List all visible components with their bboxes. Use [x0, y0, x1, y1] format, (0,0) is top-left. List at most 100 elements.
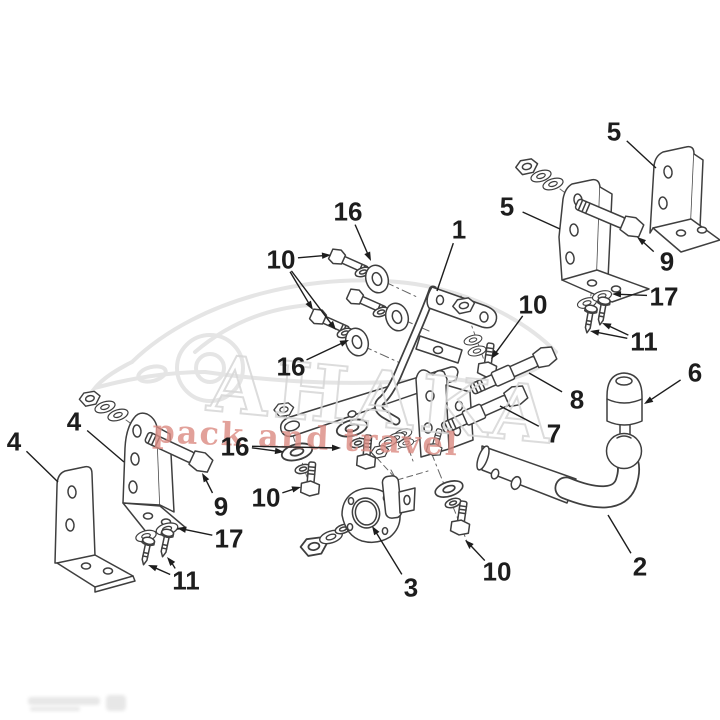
leader-arrowhead-icon	[339, 340, 349, 347]
part-number-label-17a: 17	[215, 523, 244, 553]
leader-line	[251, 445, 335, 449]
callout-3: 3	[372, 526, 418, 602]
parts-line-art	[54, 145, 720, 593]
part-number-label-16a: 16	[334, 196, 363, 226]
leader-arrowhead-icon	[644, 396, 654, 404]
leader-arrowhead-icon	[305, 300, 313, 310]
leader-line	[289, 271, 310, 305]
callout-11a: 11	[148, 557, 200, 595]
towball	[605, 432, 643, 470]
leader-line	[354, 224, 369, 255]
part-number-label-17b: 17	[650, 281, 679, 311]
nut-washer-stack-bottom-left	[298, 521, 353, 558]
leader-line	[494, 315, 524, 354]
leader-arrowhead-icon	[177, 526, 187, 533]
callout-16c: 16	[221, 431, 341, 461]
part-number-label-2: 2	[633, 551, 647, 581]
part-number-label-11a: 11	[172, 565, 200, 595]
callout-9b: 9	[637, 237, 674, 276]
plate-fastener-column	[432, 476, 474, 537]
callout-10c: 10	[252, 482, 301, 512]
callout-1: 1	[436, 214, 466, 292]
leader-arrowhead-icon	[372, 526, 380, 536]
leader-line	[204, 478, 214, 494]
part-number-label-16b: 16	[277, 351, 306, 381]
callout-2: 2	[607, 514, 647, 581]
part-number-label-4b: 4	[67, 406, 82, 436]
callout-8: 8	[528, 372, 584, 414]
leader-arrowhead-icon	[491, 349, 500, 359]
leader-line	[290, 270, 333, 325]
leader-line	[608, 325, 629, 336]
car-headlight-icon	[136, 364, 168, 384]
leader-line	[282, 488, 295, 494]
leader-line	[641, 240, 655, 253]
leader-line	[154, 566, 171, 576]
leader-line	[499, 405, 540, 427]
leader-line	[618, 293, 648, 297]
callout-10a: 10	[267, 244, 336, 330]
leader-line	[86, 429, 125, 463]
part-number-label-11b: 11	[630, 326, 658, 356]
leader-line	[436, 242, 454, 292]
bracket-4-outer	[54, 465, 136, 593]
part-number-label-8: 8	[570, 384, 584, 414]
leader-line	[522, 211, 561, 230]
illegible-logo-watermark	[28, 695, 126, 711]
callout-4b: 4	[67, 406, 125, 463]
callout-6: 6	[644, 357, 702, 404]
leader-line	[626, 140, 657, 169]
part-number-label-4a: 4	[7, 426, 22, 456]
part-number-label-9a: 9	[214, 491, 228, 521]
leader-arrowhead-icon	[637, 237, 647, 246]
leader-arrowhead-icon	[590, 329, 600, 336]
leader-arrowhead-icon	[202, 473, 210, 483]
part-number-label-7: 7	[547, 418, 561, 448]
part-number-label-1: 1	[452, 214, 466, 244]
part-number-label-10a: 10	[267, 244, 296, 274]
leader-arrowhead-icon	[321, 252, 331, 259]
car-wheel-icon	[175, 333, 245, 403]
leader-arrowhead-icon	[465, 540, 474, 549]
leader-arrowhead-icon	[602, 323, 612, 330]
callout-10b: 10	[491, 289, 547, 359]
leader-arrowhead-icon	[291, 486, 301, 493]
towball-cover-cap	[606, 372, 643, 426]
leader-arrowhead-icon	[364, 251, 371, 261]
leader-arrowhead-icon	[167, 557, 176, 566]
bracket-5-right	[649, 145, 720, 253]
leader-arrowhead-icon	[331, 444, 341, 452]
part-number-label-10c: 10	[252, 482, 281, 512]
leader-arrowhead-icon	[327, 320, 336, 330]
callout-layer: 1 2 3 4 4 5 5 6 78 9 9 10 10 10 10 11 11 16 16 16 17 17	[7, 116, 702, 602]
callout-17b: 17	[612, 281, 678, 311]
leader-line	[306, 342, 343, 361]
callout-5b: 5	[607, 116, 657, 169]
callout-16a: 16	[334, 196, 371, 261]
part-number-label-5a: 5	[500, 191, 514, 221]
leader-line	[528, 372, 563, 393]
leader-arrowhead-icon	[612, 291, 622, 298]
callout-4a: 4	[7, 426, 59, 483]
bracket-5-left	[558, 178, 650, 303]
part-number-label-10b: 10	[519, 289, 548, 319]
callout-7: 7	[499, 405, 561, 448]
leader-line	[297, 254, 325, 259]
leader-line	[596, 331, 628, 339]
leader-line	[469, 544, 486, 562]
part-number-label-5b: 5	[607, 116, 621, 146]
leader-arrowhead-icon	[274, 447, 284, 455]
part-number-label-16c: 16	[221, 431, 250, 461]
leader-line	[183, 528, 213, 536]
leader-line	[25, 450, 59, 483]
mounting-plate-3	[341, 475, 416, 544]
callout-10d: 10	[465, 540, 511, 586]
swan-neck-towball	[476, 423, 643, 509]
part-number-label-3: 3	[404, 572, 418, 602]
part-number-label-9b: 9	[660, 246, 674, 276]
callout-5a: 5	[500, 191, 561, 230]
callout-11b: 11	[590, 323, 658, 356]
callout-9a: 9	[202, 473, 228, 521]
callout-16b: 16	[277, 340, 349, 381]
